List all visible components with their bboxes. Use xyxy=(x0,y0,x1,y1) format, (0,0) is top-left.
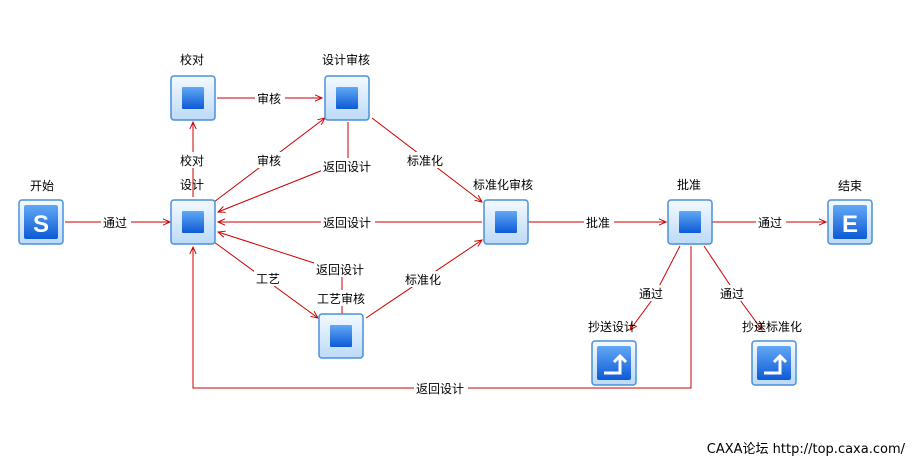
label-approve-end: 通过 xyxy=(758,216,782,230)
label-design-proofread: 校对 xyxy=(180,153,204,168)
node-end[interactable]: E 结束 xyxy=(827,179,873,245)
node-approve-label: 批准 xyxy=(677,177,701,192)
start-glyph: S xyxy=(33,211,49,238)
label-approve-cc-std: 通过 xyxy=(720,287,744,301)
node-process-review[interactable]: 工艺审核 xyxy=(315,290,369,359)
label-review-std: 标准化 xyxy=(407,154,443,168)
label-design-review: 审核 xyxy=(257,153,281,168)
label-std-back: 返回设计 xyxy=(323,216,371,230)
node-cc-std[interactable]: 抄送标准化 xyxy=(742,319,802,386)
end-glyph: E xyxy=(842,211,858,238)
node-design-review-label: 设计审核 xyxy=(322,52,370,67)
node-end-label: 结束 xyxy=(838,179,862,193)
node-design[interactable]: 设计 xyxy=(170,178,216,245)
node-design-review[interactable]: 设计审核 xyxy=(322,52,370,121)
edge-labels: 通过 校对 审核 审核 返回设计 标准化 返回设计 工艺 返回设计 标准化 批准… xyxy=(101,90,786,396)
label-process-back: 返回设计 xyxy=(316,263,364,277)
footer-watermark: CAXA论坛 http://top.caxa.com/ xyxy=(707,442,906,457)
node-proofread[interactable]: 校对 xyxy=(170,52,216,121)
node-cc-std-label: 抄送标准化 xyxy=(742,319,802,334)
label-start-design: 通过 xyxy=(103,216,127,230)
node-cc-design[interactable]: 抄送设计 xyxy=(588,319,637,386)
label-std-approve: 批准 xyxy=(586,215,610,230)
label-approve-cc-design: 通过 xyxy=(639,287,663,301)
node-approve[interactable]: 批准 xyxy=(667,177,713,245)
node-proofread-label: 校对 xyxy=(180,52,204,67)
node-process-review-label: 工艺审核 xyxy=(317,291,365,306)
label-process-std: 标准化 xyxy=(405,273,441,287)
node-start[interactable]: S 开始 xyxy=(18,179,64,245)
node-start-label: 开始 xyxy=(30,179,54,193)
node-design-label: 设计 xyxy=(180,178,204,192)
node-cc-design-label: 抄送设计 xyxy=(588,319,636,334)
label-approve-back: 返回设计 xyxy=(416,382,464,396)
label-design-process: 工艺 xyxy=(256,272,280,286)
node-std-review[interactable]: 标准化审核 xyxy=(473,177,533,245)
label-review-back: 返回设计 xyxy=(323,160,371,174)
node-std-review-label: 标准化审核 xyxy=(473,177,533,192)
label-proofread-review: 审核 xyxy=(257,91,281,106)
